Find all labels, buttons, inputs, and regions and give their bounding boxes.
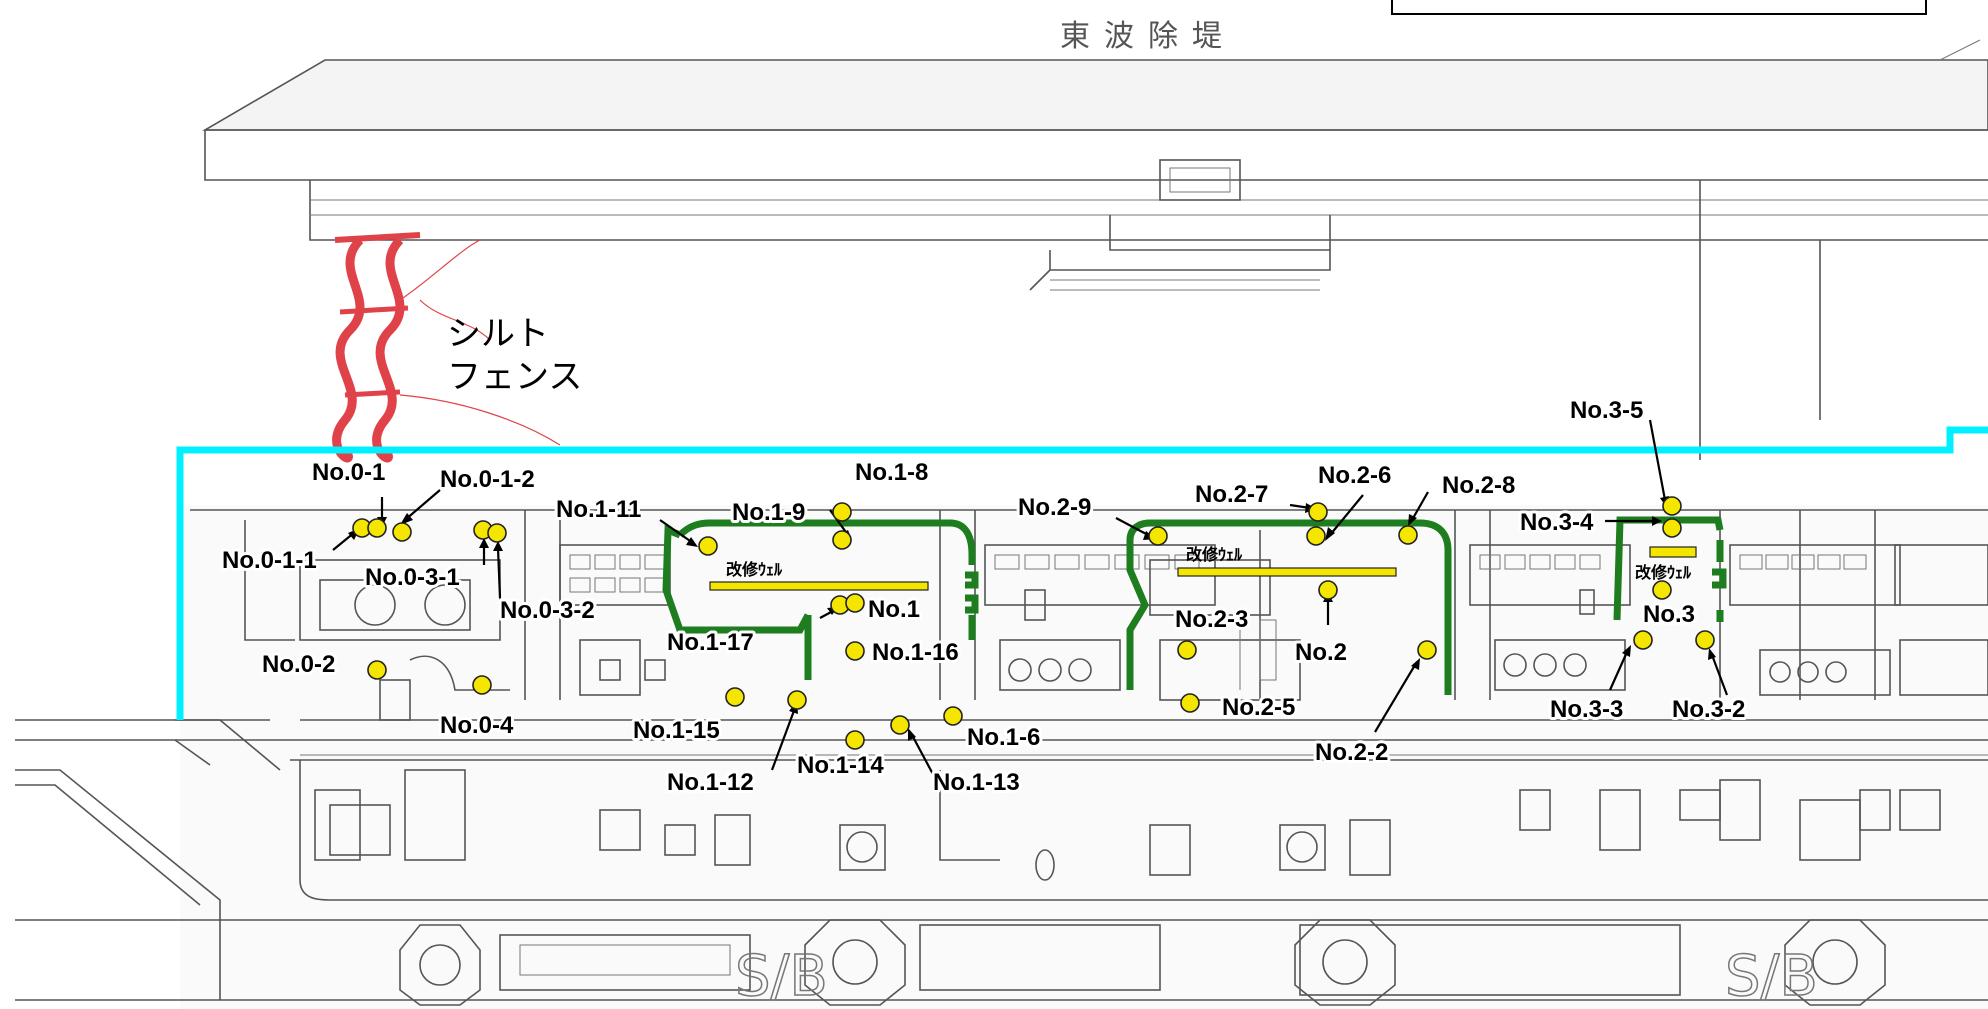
point-label: No.0-3-2: [500, 597, 595, 624]
point-label: No.1-12: [667, 769, 754, 796]
point-label: No.1-16: [872, 639, 959, 666]
point-label: No.0-1-1: [222, 547, 317, 574]
point-label: No.3-4: [1520, 509, 1594, 536]
point-label: No.1-9: [732, 499, 805, 526]
point-label: No.0-4: [440, 712, 514, 739]
sample-points: [352, 496, 1715, 750]
point-label: No.2-7: [1195, 481, 1268, 508]
sample-point: [832, 530, 852, 550]
sample-point: [890, 715, 910, 735]
sample-point: [1180, 693, 1200, 713]
legend-box: [1391, 0, 1927, 15]
well-bar-2: [1177, 567, 1397, 577]
well-bar-1: [709, 581, 929, 591]
unit4-building: [1729, 544, 1988, 696]
point-label: No.0-1: [312, 459, 385, 486]
point-label: No.1-17: [667, 629, 754, 656]
sb-label-2: S/B: [1725, 944, 1818, 1009]
breakwater-label: 東波除堤: [1060, 19, 1236, 54]
point-label: No.0-2: [262, 651, 335, 678]
point-label: No.2-3: [1175, 606, 1248, 633]
green-wall-unit1: [662, 519, 979, 680]
sample-point: [845, 593, 865, 613]
point-label: No.2-6: [1318, 462, 1391, 489]
well-bar-3: [1649, 546, 1697, 558]
sample-point: [943, 706, 963, 726]
sample-point: [1306, 526, 1326, 546]
point-label: No.1-15: [633, 717, 720, 744]
point-label: No.1-11: [556, 496, 641, 523]
sample-point: [845, 730, 865, 750]
unit2-building: [1149, 530, 1301, 701]
sample-point: [392, 522, 412, 542]
breakwater-structure: [202, 39, 1988, 460]
sample-point: [698, 536, 718, 556]
sample-point: [367, 660, 387, 680]
label-arrows: [332, 419, 1729, 779]
sample-point: [1652, 580, 1672, 600]
point-label: No.2-5: [1222, 694, 1295, 721]
sample-point: [1177, 640, 1197, 660]
point-label: No.2: [1295, 639, 1347, 666]
sample-point: [1633, 630, 1653, 650]
point-label: No.3: [1643, 601, 1695, 628]
unit0-building: [244, 520, 510, 721]
well-label-2: 改修ｳｪﾙ: [1186, 545, 1243, 564]
sample-point: [472, 675, 492, 695]
green-wall-unit2: [1126, 519, 1452, 695]
well-label-1: 改修ｳｪﾙ: [726, 560, 783, 579]
sample-point: [367, 518, 387, 538]
boundary-line: [176, 426, 1988, 720]
point-label: No.0-1-2: [440, 466, 535, 493]
point-labels: No.0-1 No.0-1-1 No.0-1-2 No.0-3-1 No.0-3…: [219, 394, 1748, 799]
point-label: No.2-8: [1442, 472, 1515, 499]
sample-point: [725, 687, 745, 707]
sample-point: [1308, 502, 1328, 522]
sample-point: [1662, 496, 1682, 516]
point-label: No.1-8: [855, 459, 928, 486]
sample-point: [1398, 525, 1418, 545]
sample-point: [832, 502, 852, 522]
silt-fence-label-line2: フェンス: [447, 357, 582, 397]
point-label: No.3-3: [1550, 696, 1623, 723]
well-label-3: 改修ｳｪﾙ: [1635, 563, 1692, 582]
sample-point: [1318, 580, 1338, 600]
point-label: No.3-5: [1570, 397, 1643, 424]
sample-point: [1662, 518, 1682, 538]
point-label: No.1-13: [933, 769, 1020, 796]
point-label: No.1-14: [797, 752, 884, 779]
sample-point: [845, 641, 865, 661]
point-label: No.2-2: [1315, 739, 1388, 766]
sample-point: [487, 523, 507, 543]
sample-point: [1695, 630, 1715, 650]
point-label: No.1-6: [967, 724, 1040, 751]
sample-point: [787, 690, 807, 710]
sb-label-1: S/B: [735, 944, 828, 1009]
plant-layout: [15, 505, 1988, 1009]
sample-point: [1417, 640, 1437, 660]
point-label: No.2-9: [1018, 494, 1091, 521]
silt-fence-label-line1: シルト: [447, 314, 549, 354]
sample-point: [1148, 526, 1168, 546]
point-label: No.3-2: [1672, 696, 1745, 723]
unit1-building: [559, 544, 671, 696]
unit3-building: [1469, 544, 1631, 691]
point-label: No.1: [868, 596, 920, 623]
point-label: No.0-3-1: [365, 564, 460, 591]
